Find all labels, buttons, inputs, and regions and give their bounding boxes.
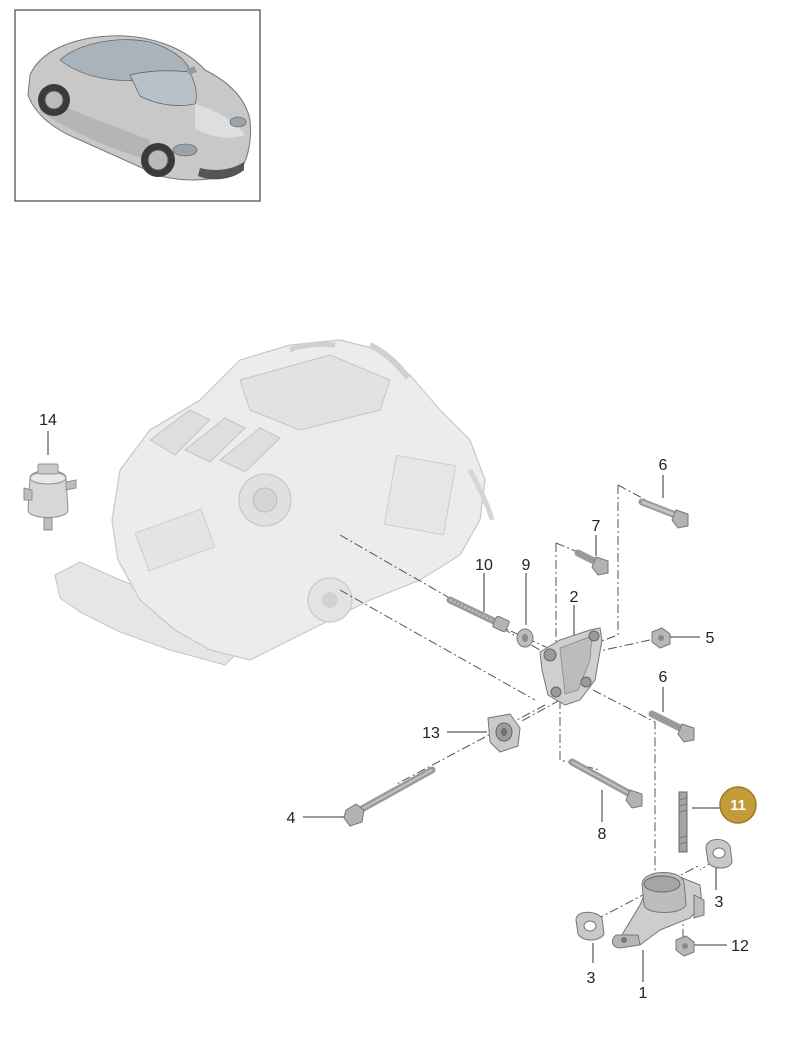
part-4-bolt-icon[interactable] [343, 766, 436, 827]
callout-14[interactable]: 14 [39, 412, 57, 429]
part-6-upper-bolt-icon[interactable] [638, 498, 689, 529]
callout-9[interactable]: 9 [522, 557, 531, 574]
part-3-left-washer-icon[interactable] [575, 911, 605, 941]
callout-8[interactable]: 8 [598, 826, 607, 843]
callout-6-lower[interactable]: 6 [659, 669, 668, 686]
callout-4[interactable]: 4 [287, 810, 296, 827]
callout-13[interactable]: 13 [422, 725, 440, 742]
callout-11: 11 [730, 797, 746, 814]
callout-7[interactable]: 7 [592, 518, 601, 535]
part-6-lower-bolt-icon[interactable] [648, 710, 695, 743]
leader-lines [47, 431, 727, 982]
callout-5[interactable]: 5 [706, 630, 715, 647]
part-3-right-washer-icon[interactable] [705, 839, 733, 869]
engine-assembly-icon [54, 339, 495, 666]
callout-6-upper[interactable]: 6 [659, 457, 668, 474]
part-10-bolt-icon[interactable] [446, 596, 510, 633]
part-13-bushing-icon[interactable] [487, 713, 521, 753]
callout-1[interactable]: 1 [639, 985, 648, 1002]
part-7-bolt-icon[interactable] [574, 549, 609, 576]
part-9-spacer-icon[interactable] [516, 628, 534, 648]
part-14-icon[interactable] [23, 463, 77, 531]
part-5-nut-icon[interactable] [651, 627, 671, 649]
callout-12[interactable]: 12 [731, 938, 749, 955]
callout-2[interactable]: 2 [570, 589, 579, 606]
callout-3-right[interactable]: 3 [715, 894, 724, 911]
part-11-stud-icon[interactable] [678, 791, 688, 853]
callout-3-left[interactable]: 3 [587, 970, 596, 987]
car-thumbnail[interactable] [14, 9, 261, 202]
part-2-bracket-icon[interactable] [539, 627, 603, 706]
callout-10[interactable]: 10 [475, 557, 493, 574]
callouts: 14 6 7 10 9 2 5 6 13 4 8 11 3 3 12 1 [39, 412, 757, 1002]
part-8-bolt-icon[interactable] [568, 758, 643, 809]
callout-11-highlight[interactable]: 11 [719, 786, 757, 824]
part-12-nut-icon[interactable] [675, 935, 695, 957]
car-thumbnail-icon [27, 35, 251, 181]
part-1-engine-mount-icon[interactable] [612, 871, 705, 949]
